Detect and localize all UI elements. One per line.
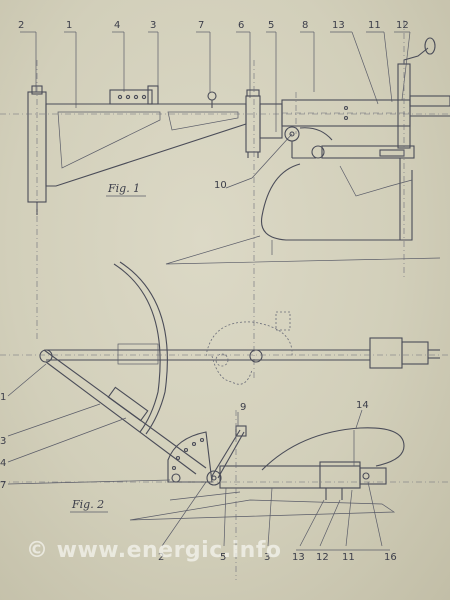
fig1-callout-10: 10 xyxy=(214,180,227,191)
fig1-clamp-block xyxy=(109,85,159,105)
fig2-leader-lines xyxy=(7,363,390,551)
fig2-callout-11: 11 xyxy=(342,552,355,563)
fig1-center-lines xyxy=(0,20,450,380)
fig2-callout-1: 1 xyxy=(0,392,6,403)
fig2-callout-9: 9 xyxy=(240,402,246,413)
fig2-diagonal-arm xyxy=(43,349,207,475)
figure-2-plan-view xyxy=(0,261,450,475)
fig1-callout-8: 8 xyxy=(302,20,308,31)
fig2-callout-14: 14 xyxy=(356,400,369,411)
fig1-screw-assembly xyxy=(379,37,450,157)
fig2-callout-16: 16 xyxy=(384,552,397,563)
fig1-callout-4: 4 xyxy=(114,20,120,31)
fig2-lever xyxy=(206,425,247,486)
fig1-callout-12: 12 xyxy=(396,20,409,31)
fig2-callout-7: 7 xyxy=(0,480,6,491)
fig1-lower-linkage xyxy=(284,126,415,240)
figure-1: 2 1 4 3 7 6 5 8 13 11 12 10 Fig. 1 xyxy=(0,20,450,380)
fig2-sector-plate xyxy=(167,431,213,483)
fig1-leader-lines xyxy=(20,31,411,189)
fig2-dashed-arc xyxy=(205,311,293,385)
figure-2-side-view: 1 3 4 7 9 14 2 5 3 13 12 11 16 Fig. 2 xyxy=(0,363,450,580)
fig2-side-frame xyxy=(219,430,387,500)
fig1-callouts: 2 1 4 3 7 6 5 8 13 11 12 10 xyxy=(18,20,409,191)
fig1-callout-6: 6 xyxy=(238,20,244,31)
fig1-callout-13: 13 xyxy=(332,20,345,31)
fig1-callout-5: 5 xyxy=(268,20,274,31)
fig2-callout-4: 4 xyxy=(0,458,6,469)
fig1-hinge xyxy=(245,89,283,158)
fig1-callout-3: 3 xyxy=(150,20,156,31)
fig2-callout-3: 3 xyxy=(0,436,6,447)
fig1-callout-11: 11 xyxy=(368,20,381,31)
fig1-title: Fig. 1 xyxy=(107,182,140,195)
fig2-mouldboard xyxy=(129,427,405,521)
fig1-callout-1: 1 xyxy=(66,20,72,31)
fig1-plough-body xyxy=(165,163,441,265)
fig2-curved-bar xyxy=(113,261,168,435)
fig2-long-beam xyxy=(39,337,440,369)
fig2-callout-5: 5 xyxy=(220,552,226,563)
fig2-title: Fig. 2 xyxy=(71,498,104,511)
fig2-callouts: 1 3 4 7 9 14 2 5 3 13 12 11 16 xyxy=(0,392,397,563)
fig1-callout-7: 7 xyxy=(198,20,204,31)
fig1-callout-2: 2 xyxy=(18,20,24,31)
fig2-callout-2: 2 xyxy=(158,552,164,563)
fig1-tapered-arm xyxy=(45,103,247,187)
fig2-callout-13: 13 xyxy=(292,552,305,563)
copyright-watermark: © www.energic.info xyxy=(26,538,282,563)
fig2-callout-3b: 3 xyxy=(264,552,270,563)
fig1-pin xyxy=(207,91,217,108)
fig2-callout-12: 12 xyxy=(316,552,329,563)
